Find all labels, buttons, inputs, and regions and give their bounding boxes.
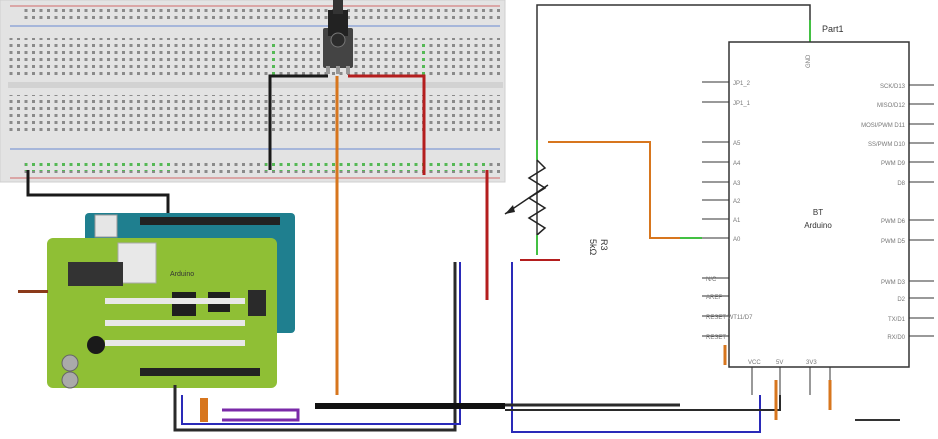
pin-aref: AREF [706, 295, 722, 301]
wire-gnd-black[interactable] [268, 74, 328, 170]
chip-title-arduino: Arduino [804, 221, 832, 230]
left-pins: JP1_2 JP1_1 A5 A4 A3 A2 A1 A0 N/C AREF R… [702, 81, 753, 341]
pin-d9: PWM D9 [881, 161, 906, 167]
bt-arduino-chip[interactable] [728, 41, 910, 368]
wire-arduino-gnd[interactable] [26, 170, 170, 220]
pin-reset-wt11: RESET WT11/D7 [706, 315, 753, 321]
pin-d12: MISO/D12 [877, 103, 906, 109]
pin-a3: A3 [733, 181, 741, 187]
pin-reset: RESET [706, 335, 726, 341]
wire-purple[interactable] [222, 408, 300, 422]
pin-d5: PWM D5 [881, 239, 906, 245]
right-pins: SCK/D13 MISO/D12 MOSI/PWM D11 SS/PWM D10… [861, 84, 934, 341]
pin-nc: N/C [706, 277, 717, 283]
pin-d3: PWM D3 [881, 280, 906, 286]
wire-dark[interactable] [173, 262, 457, 432]
pin-3v3: 3V3 [806, 360, 817, 366]
pin-vcc: VCC [748, 360, 761, 366]
schematic-wires [505, 259, 900, 433]
pin-jp1-2: JP1_2 [733, 81, 751, 87]
pin-d2: D2 [897, 297, 905, 303]
terminal-strip-bottom [8, 95, 503, 135]
pin-5v: 5V [776, 360, 783, 366]
center-channel [8, 82, 503, 88]
terminal-strip-top [8, 38, 503, 78]
top-power-rail [22, 9, 502, 23]
wire-blue[interactable] [181, 262, 461, 425]
pin-d6: PWM D6 [881, 219, 906, 225]
pin-a5: A5 [733, 141, 741, 147]
pin-d8: D8 [897, 181, 905, 187]
pin-a0: A0 [733, 237, 741, 243]
potentiometer[interactable] [323, 0, 353, 74]
gnd-pin-label: GND [806, 54, 812, 68]
wire-dark-schematic[interactable] [505, 395, 781, 411]
wire-vcc-red[interactable] [348, 74, 426, 175]
pin-d1: TX/D1 [888, 317, 906, 323]
bt-module [68, 262, 123, 286]
board-label: Arduino [170, 271, 194, 278]
resistor-r3[interactable]: R3 5kΩ [504, 140, 609, 256]
arduino-board: Arduino [18, 213, 295, 389]
pin-d0: RX/D0 [887, 335, 905, 341]
pin-d13: SCK/D13 [880, 84, 906, 90]
resistor-name: R3 [599, 239, 609, 251]
schematic: Part1 BT Arduino GND JP1_2 JP1_1 A5 A4 A… [504, 4, 934, 433]
pin-d10: SS/PWM D10 [868, 142, 906, 148]
chip-title-bt: BT [813, 208, 823, 217]
wire-bus-black[interactable] [315, 403, 505, 409]
pin-a4: A4 [733, 161, 741, 167]
pin-a1: A1 [733, 218, 741, 224]
arduino-wires [173, 262, 505, 432]
resistor-value: 5kΩ [588, 239, 598, 256]
part-label: Part1 [822, 24, 844, 34]
pin-jp1-1: JP1_1 [733, 101, 751, 107]
breadboard-wires [26, 74, 489, 395]
breadboard [0, 0, 506, 183]
wire-wiper-a0[interactable] [548, 141, 702, 239]
bt-shield [47, 238, 277, 388]
pin-a2: A2 [733, 199, 741, 205]
wire-blue-schematic[interactable] [511, 262, 761, 433]
pin-d11: MOSI/PWM D11 [861, 123, 906, 129]
